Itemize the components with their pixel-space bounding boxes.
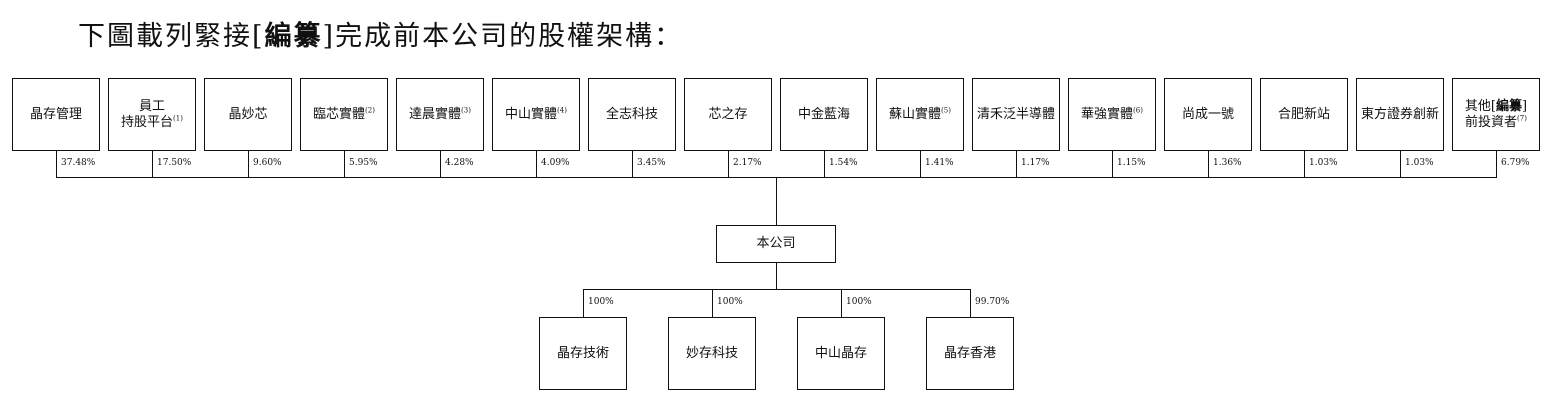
ownership-percentage: 4.28% — [445, 158, 474, 168]
ownership-percentage: 5.95% — [349, 158, 378, 168]
subsidiary-box: 中山晶存 — [797, 317, 885, 390]
connector-line — [841, 289, 842, 317]
connector-line — [248, 151, 249, 177]
subsidiary-percentage: 100% — [588, 297, 614, 307]
shareholder-box: 中山實體(4) — [492, 78, 580, 151]
shareholder-box: 芯之存 — [684, 78, 772, 151]
shareholder-box: 蘇山實體(5) — [876, 78, 964, 151]
ownership-percentage: 9.60% — [253, 158, 282, 168]
ownership-percentage: 37.48% — [61, 158, 96, 168]
connector-line — [632, 151, 633, 177]
shareholder-box: 全志科技 — [588, 78, 676, 151]
ownership-percentage: 1.54% — [829, 158, 858, 168]
shareholder-box: 晶妙芯 — [204, 78, 292, 151]
shareholder-box: 臨芯實體(2) — [300, 78, 388, 151]
page-title: 下圖載列緊接[編纂]完成前本公司的股權架構： — [78, 21, 684, 52]
ownership-percentage: 2.17% — [733, 158, 762, 168]
shareholder-box: 華強實體(6) — [1068, 78, 1156, 151]
shareholder-box: 清禾泛半導體 — [972, 78, 1060, 151]
redacted-mark: 編纂 — [1495, 98, 1522, 114]
shareholder-box: 東方證券創新 — [1356, 78, 1444, 151]
shareholder-box: 合肥新站 — [1260, 78, 1348, 151]
connector-line — [712, 289, 713, 317]
subsidiary-box: 妙存科技 — [668, 317, 756, 390]
subsidiary-box: 晶存技術 — [539, 317, 627, 390]
ownership-percentage: 1.17% — [1021, 158, 1050, 168]
company-box: 本公司 — [716, 225, 836, 263]
ownership-percentage: 4.09% — [541, 158, 570, 168]
connector-line — [920, 151, 921, 177]
connector-line — [970, 289, 971, 317]
subsidiary-percentage: 100% — [717, 297, 743, 307]
ownership-percentage: 3.45% — [637, 158, 666, 168]
subsidiary-box: 晶存香港 — [926, 317, 1014, 390]
connector-line — [344, 151, 345, 177]
connector-line — [1208, 151, 1209, 177]
connector-line — [1304, 151, 1305, 177]
ownership-percentage: 1.15% — [1117, 158, 1146, 168]
redacted-mark: 編纂 — [264, 21, 323, 52]
ownership-percentage: 1.03% — [1309, 158, 1338, 168]
connector-line — [56, 151, 57, 177]
ownership-percentage: 1.03% — [1405, 158, 1434, 168]
connector-line — [1400, 151, 1401, 177]
shareholder-box: 其他[編纂]前投資者(7) — [1452, 78, 1540, 151]
connector-line — [1016, 151, 1017, 177]
subsidiary-bus-line — [583, 289, 971, 290]
connector-line — [728, 151, 729, 177]
ownership-percentage: 1.41% — [925, 158, 954, 168]
shareholder-box: 達晨實體(3) — [396, 78, 484, 151]
ownership-percentage: 1.36% — [1213, 158, 1242, 168]
trunk-line — [776, 177, 777, 225]
connector-line — [152, 151, 153, 177]
connector-line — [824, 151, 825, 177]
shareholder-box: 尚成一號 — [1164, 78, 1252, 151]
trunk-line — [776, 263, 777, 289]
ownership-percentage: 17.50% — [157, 158, 192, 168]
shareholder-box: 中金藍海 — [780, 78, 868, 151]
subsidiary-percentage: 100% — [846, 297, 872, 307]
ownership-percentage: 6.79% — [1501, 158, 1530, 168]
connector-line — [1112, 151, 1113, 177]
shareholder-box: 晶存管理 — [12, 78, 100, 151]
connector-line — [1496, 151, 1497, 177]
subsidiary-percentage: 99.70% — [975, 297, 1010, 307]
shareholder-box: 員工持股平台(1) — [108, 78, 196, 151]
connector-line — [583, 289, 584, 317]
connector-line — [440, 151, 441, 177]
connector-line — [536, 151, 537, 177]
